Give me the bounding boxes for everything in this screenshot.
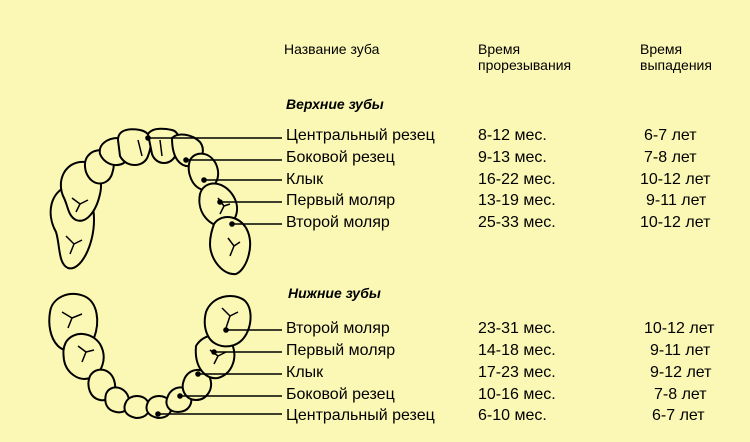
upper-section-title: Верхние зубы bbox=[286, 96, 384, 112]
eruption-time: 17-23 мес. bbox=[478, 364, 556, 381]
lower-left-canine bbox=[181, 369, 212, 401]
upper-row: Центральный резец 8-12 мес. 6-7 лет bbox=[0, 127, 750, 147]
loss-time: 10-12 лет bbox=[644, 320, 715, 337]
loss-time: 10-12 лет bbox=[640, 171, 711, 188]
lower-row: Клык 17-23 мес. 9-12 лет bbox=[0, 364, 750, 384]
header-loss-line2: выпадения bbox=[640, 57, 712, 73]
lower-row: Боковой резец 10-16 мес. 7-8 лет bbox=[0, 386, 750, 406]
eruption-time: 13-19 мес. bbox=[478, 192, 556, 209]
eruption-time: 8-12 мес. bbox=[478, 127, 547, 144]
eruption-time: 23-31 мес. bbox=[478, 320, 556, 337]
upper-row: Первый моляр 13-19 мес. 9-11 лет bbox=[0, 192, 750, 212]
loss-time: 6-7 лет bbox=[652, 407, 705, 424]
loss-time: 7-8 лет bbox=[644, 149, 697, 166]
upper-row: Боковой резец 9-13 мес. 7-8 лет bbox=[0, 149, 750, 169]
eruption-time: 6-10 мес. bbox=[478, 407, 547, 424]
lower-row: Центральный резец 6-10 мес. 6-7 лет bbox=[0, 407, 750, 427]
tooth-name: Боковой резец bbox=[286, 149, 395, 166]
tooth-name: Клык bbox=[286, 171, 324, 188]
loss-time: 7-8 лет bbox=[654, 386, 707, 403]
lower-jaw bbox=[48, 293, 252, 419]
eruption-time: 16-22 мес. bbox=[478, 171, 556, 188]
loss-time: 9-11 лет bbox=[646, 192, 707, 209]
eruption-time: 14-18 мес. bbox=[478, 342, 556, 359]
lower-right-central-incisor bbox=[123, 395, 151, 419]
tooth-name: Клык bbox=[286, 364, 324, 381]
lower-row: Второй моляр 23-31 мес. 10-12 лет bbox=[0, 320, 750, 340]
header-loss-line1: Время bbox=[640, 41, 683, 57]
tooth-name: Центральный резец bbox=[286, 127, 435, 144]
tooth-name: Второй моляр bbox=[286, 320, 390, 337]
loss-time: 10-12 лет bbox=[640, 214, 711, 231]
eruption-time: 9-13 мес. bbox=[478, 149, 547, 166]
header-loss-time: Время выпадения bbox=[640, 41, 712, 73]
upper-left-canine bbox=[187, 152, 220, 191]
upper-left-first-molar bbox=[198, 182, 239, 228]
header-eruption-line2: прорезывания bbox=[478, 57, 572, 73]
loss-time: 6-7 лет bbox=[644, 127, 697, 144]
tooth-name: Второй моляр bbox=[286, 214, 390, 231]
header-tooth-name: Название зуба bbox=[284, 41, 379, 57]
header-eruption-time: Время прорезывания bbox=[478, 41, 571, 73]
upper-row: Клык 16-22 мес. 10-12 лет bbox=[0, 171, 750, 191]
tooth-name: Первый моляр bbox=[286, 342, 396, 359]
lower-section-title: Нижние зубы bbox=[288, 285, 381, 301]
header-tooth-name-label: Название зуба bbox=[284, 41, 380, 57]
loss-time: 9-11 лет bbox=[650, 342, 711, 359]
upper-row: Второй моляр 25-33 мес. 10-12 лет bbox=[0, 214, 750, 234]
tooth-name: Первый моляр bbox=[286, 192, 396, 209]
upper-left-second-molar bbox=[209, 216, 252, 276]
header-eruption-line1: Время bbox=[478, 41, 521, 57]
eruption-time: 25-33 мес. bbox=[478, 214, 556, 231]
eruption-time: 10-16 мес. bbox=[478, 386, 556, 403]
lower-row: Первый моляр 14-18 мес. 9-11 лет bbox=[0, 342, 750, 362]
tooth-name: Боковой резец bbox=[286, 386, 395, 403]
tooth-name: Центральный резец bbox=[286, 407, 435, 424]
loss-time: 9-12 лет bbox=[650, 364, 712, 381]
